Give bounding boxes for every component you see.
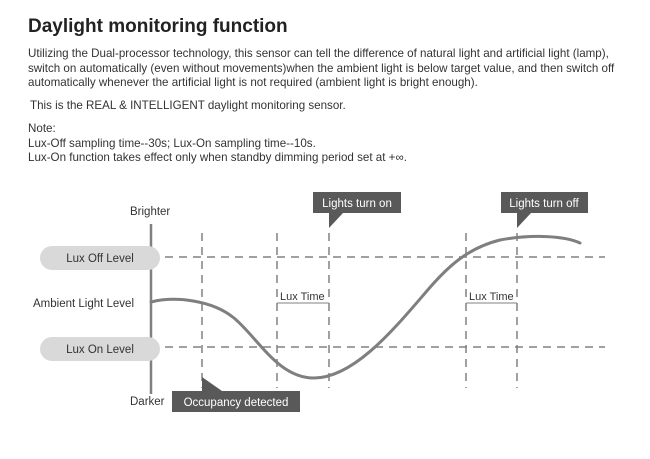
callout-lights-on-text: Lights turn on — [322, 198, 392, 210]
callout-lights-off-box — [501, 192, 588, 213]
note-heading: Note: — [28, 122, 56, 135]
lux-off-label: Lux Off Level — [66, 253, 134, 265]
callout-occupancy-pointer — [202, 377, 222, 391]
note-line-1: Lux-Off sampling time--30s; Lux-On sampl… — [28, 136, 316, 150]
note-line-2: Lux-On function takes effect only when s… — [28, 151, 407, 164]
statement-text: This is the REAL & INTELLIGENT daylight … — [30, 99, 346, 112]
page-title: Daylight monitoring function — [28, 16, 288, 37]
description-text: Utilizing the Dual-processor technology,… — [28, 47, 615, 89]
callout-lights-off-text: Lights turn off — [509, 198, 579, 210]
lux-on-label: Lux On Level — [66, 344, 134, 356]
ambient-light-curve — [149, 234, 582, 380]
callout-lights-on-pointer — [329, 213, 343, 228]
callout-lights-on-box — [313, 192, 401, 213]
callout-occupancy-box — [172, 391, 300, 412]
lux-time-label-1: Lux Time — [280, 291, 325, 303]
lux-time-label-2: Lux Time — [469, 291, 514, 303]
callout-lights-off-pointer — [517, 213, 531, 228]
axis-top-label: Brighter — [130, 206, 170, 218]
axis-mid-label: Ambient Light Level — [33, 298, 134, 310]
lux-on-badge — [40, 337, 160, 361]
note-block: Note: Lux-Off sampling time--30s; Lux-On… — [28, 122, 407, 166]
axis-bottom-label: Darker — [130, 396, 165, 408]
callout-occupancy-text: Occupancy detected — [184, 397, 289, 409]
lux-off-badge — [40, 246, 160, 270]
